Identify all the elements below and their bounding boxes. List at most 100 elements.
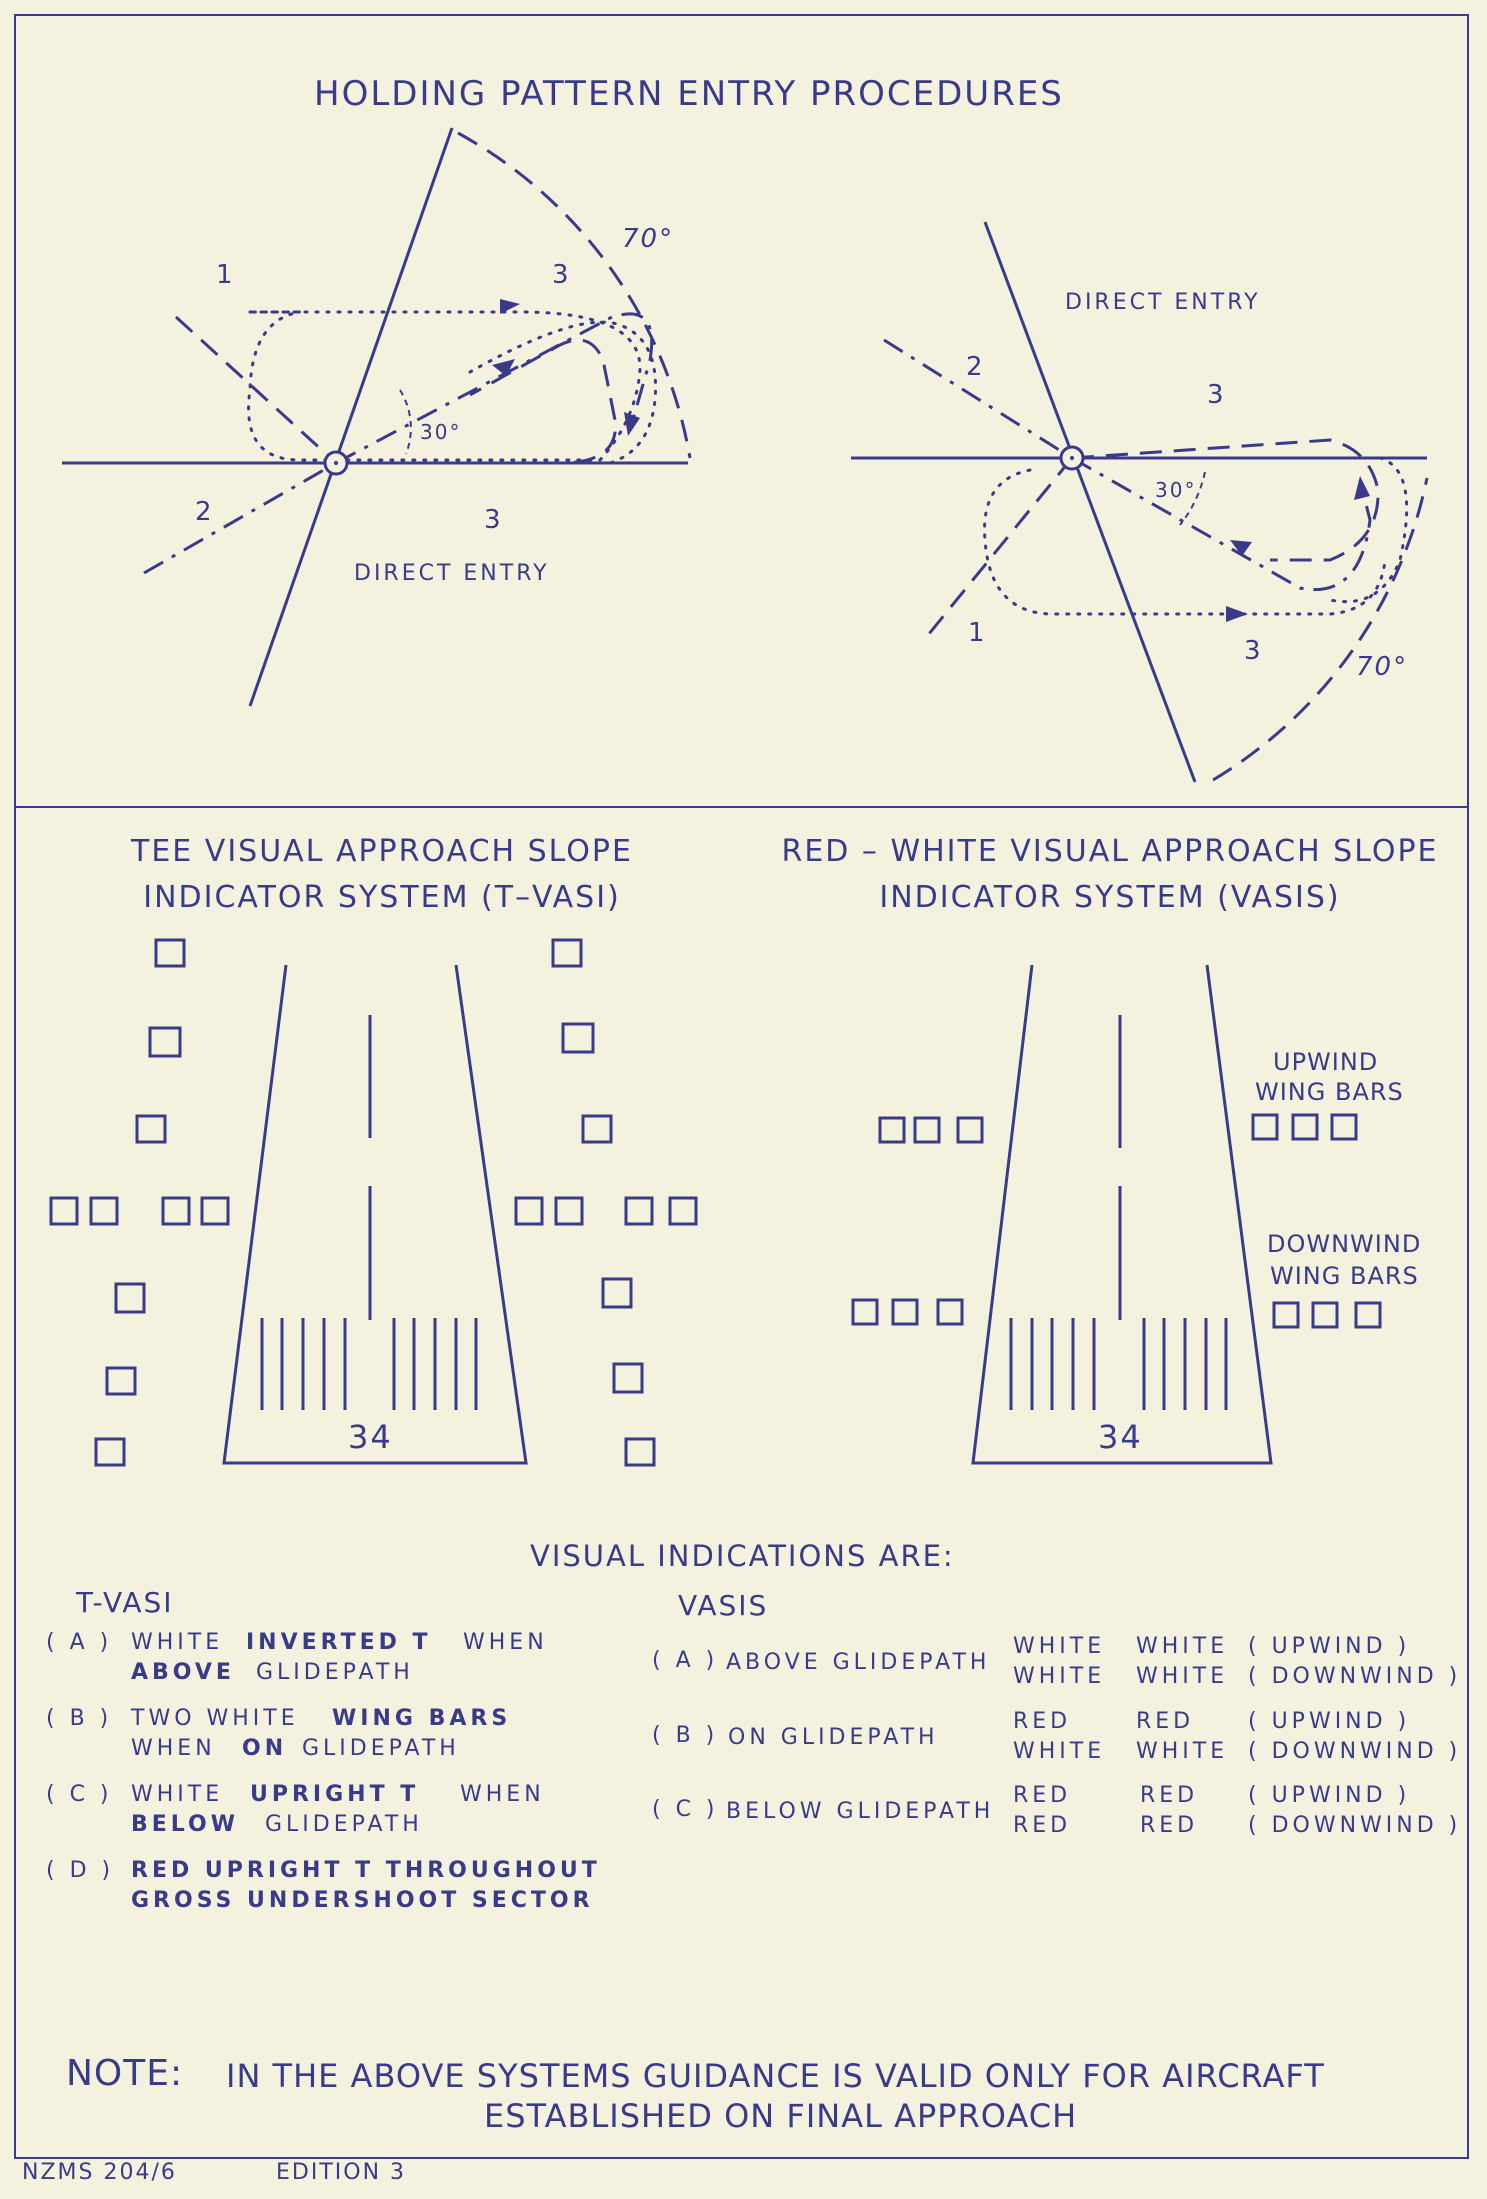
text-bold: ON bbox=[242, 1736, 288, 1761]
upwind-label-line2: WING BARS bbox=[1255, 1078, 1404, 1106]
colour: WHITE bbox=[1013, 1634, 1106, 1659]
text-bold: GROSS UNDERSHOOT SECTOR bbox=[131, 1888, 594, 1913]
sector-boundary-line bbox=[248, 127, 454, 707]
text: WHITE bbox=[131, 1630, 224, 1655]
label: BELOW GLIDEPATH bbox=[726, 1799, 995, 1824]
left-sector3-top-label: 3 bbox=[552, 260, 571, 290]
arrow-turn-r bbox=[1354, 476, 1370, 500]
label: ON GLIDEPATH bbox=[728, 1725, 939, 1750]
tvasi-runway-number: 34 bbox=[348, 1418, 393, 1456]
right-sector3-bottom-label: 3 bbox=[1244, 636, 1263, 666]
left-sector3-bottom-label: 3 bbox=[484, 505, 503, 535]
teardrop-hold-dotted-r bbox=[983, 468, 1387, 616]
letter: ( A ) bbox=[652, 1648, 719, 1673]
footer-code: NZMS 204/6 bbox=[22, 2160, 177, 2185]
left-sector2-label: 2 bbox=[195, 497, 214, 527]
arrow-return bbox=[492, 359, 515, 376]
page-frame bbox=[14, 14, 1469, 2159]
vasis-title-line2: INDICATOR SYSTEM (VASIS) bbox=[879, 880, 1341, 915]
arc-70-degrees-r bbox=[1212, 477, 1429, 782]
sector2-boundary-dashdot bbox=[143, 461, 337, 575]
right-sector2-label: 2 bbox=[966, 352, 985, 382]
holding-diagram-left bbox=[62, 127, 692, 707]
colour: WHITE bbox=[1013, 1664, 1106, 1689]
text: GLIDEPATH bbox=[256, 1660, 414, 1685]
label: ABOVE GLIDEPATH bbox=[726, 1650, 991, 1675]
note-label: NOTE: bbox=[66, 2053, 184, 2094]
vasis-wing-bar-boxes bbox=[851, 1113, 1382, 1329]
position: ( UPWIND ) bbox=[1248, 1634, 1411, 1659]
letter: ( D ) bbox=[46, 1858, 115, 1883]
letter: ( B ) bbox=[46, 1706, 113, 1731]
letter: ( B ) bbox=[652, 1723, 719, 1748]
text: WHEN bbox=[131, 1736, 216, 1761]
arc-70-degrees bbox=[457, 131, 692, 459]
right-direct-entry-label: DIRECT ENTRY bbox=[1065, 290, 1261, 315]
colour: RED bbox=[1140, 1813, 1199, 1838]
parallel-entry-track-r bbox=[1070, 456, 1409, 604]
tvasi-title-line1: TEE VISUAL APPROACH SLOPE bbox=[131, 834, 633, 869]
tvasi-threshold-bars bbox=[260, 1318, 478, 1410]
vasis-runway-number: 34 bbox=[1098, 1418, 1143, 1456]
colour: RED bbox=[1136, 1709, 1195, 1734]
position: ( UPWIND ) bbox=[1248, 1783, 1411, 1808]
letter: ( C ) bbox=[46, 1782, 113, 1807]
colour: RED bbox=[1013, 1709, 1072, 1734]
text: GLIDEPATH bbox=[265, 1812, 423, 1837]
footer-edition: EDITION 3 bbox=[276, 2160, 407, 2185]
teardrop-entry-dashdot bbox=[335, 312, 654, 465]
arc-30-degrees-r bbox=[1179, 471, 1206, 526]
arc-30-degrees bbox=[399, 389, 412, 455]
letter: ( C ) bbox=[652, 1797, 719, 1822]
letter: ( A ) bbox=[46, 1630, 113, 1655]
sector-boundary-line-r bbox=[983, 221, 1197, 783]
left-angle70-label: 70° bbox=[622, 224, 675, 254]
note-line2: ESTABLISHED ON FINAL APPROACH bbox=[484, 2097, 1078, 2135]
text-bold: BELOW bbox=[131, 1812, 239, 1837]
vasis-runway bbox=[851, 964, 1382, 1465]
text-bold: RED UPRIGHT T THROUGHOUT bbox=[131, 1858, 601, 1883]
text-bold: INVERTED T bbox=[246, 1630, 432, 1655]
indications-heading: VISUAL INDICATIONS ARE: bbox=[530, 1539, 955, 1573]
note-line1: IN THE ABOVE SYSTEMS GUIDANCE IS VALID O… bbox=[226, 2057, 1325, 2095]
text-bold: ABOVE bbox=[131, 1660, 235, 1685]
right-sector1-label: 1 bbox=[968, 618, 987, 648]
sector1-boundary-dashed-r bbox=[922, 457, 1074, 641]
colour: RED bbox=[1013, 1783, 1072, 1808]
section-divider bbox=[14, 806, 1469, 808]
vasis-threshold-bars bbox=[1009, 1318, 1228, 1410]
downwind-label-line2: WING BARS bbox=[1270, 1262, 1419, 1290]
position: ( UPWIND ) bbox=[1248, 1709, 1411, 1734]
page-title: HOLDING PATTERN ENTRY PROCEDURES bbox=[314, 74, 1064, 114]
tvasi-title-line2: INDICATOR SYSTEM (T–VASI) bbox=[143, 880, 621, 915]
teardrop-hold-dotted bbox=[247, 310, 642, 462]
upwind-label-line1: UPWIND bbox=[1273, 1048, 1379, 1076]
left-angle30-label: 30° bbox=[420, 420, 462, 444]
colour: WHITE bbox=[1136, 1664, 1229, 1689]
sector2-boundary-dashdot-r bbox=[883, 338, 1073, 460]
text: WHEN bbox=[463, 1630, 548, 1655]
colour: WHITE bbox=[1136, 1739, 1229, 1764]
text-bold: UPRIGHT T bbox=[250, 1782, 420, 1807]
tvasi-light-boxes bbox=[49, 938, 698, 1467]
colour: RED bbox=[1140, 1783, 1199, 1808]
colour: WHITE bbox=[1136, 1634, 1229, 1659]
left-direct-entry-label: DIRECT ENTRY bbox=[354, 561, 550, 586]
vasis-heading: VASIS bbox=[678, 1589, 769, 1622]
downwind-label-line1: DOWNWIND bbox=[1267, 1230, 1422, 1258]
text-bold: WING BARS bbox=[332, 1706, 512, 1731]
colour: WHITE bbox=[1013, 1739, 1106, 1764]
text: TWO WHITE bbox=[131, 1706, 299, 1731]
right-angle70-label: 70° bbox=[1356, 652, 1409, 682]
tvasi-heading: T-VASI bbox=[76, 1586, 174, 1619]
arrow-turn bbox=[624, 412, 640, 436]
position: ( DOWNWIND ) bbox=[1248, 1739, 1462, 1764]
direct-entry-track bbox=[336, 338, 617, 465]
parallel-entry-track bbox=[334, 320, 658, 465]
vasis-title-line1: RED – WHITE VISUAL APPROACH SLOPE bbox=[781, 834, 1439, 869]
colour: RED bbox=[1013, 1813, 1072, 1838]
holding-diagram-right bbox=[851, 221, 1429, 783]
right-sector3-top-label: 3 bbox=[1207, 380, 1226, 410]
arrow-outbound-r bbox=[1226, 606, 1248, 622]
